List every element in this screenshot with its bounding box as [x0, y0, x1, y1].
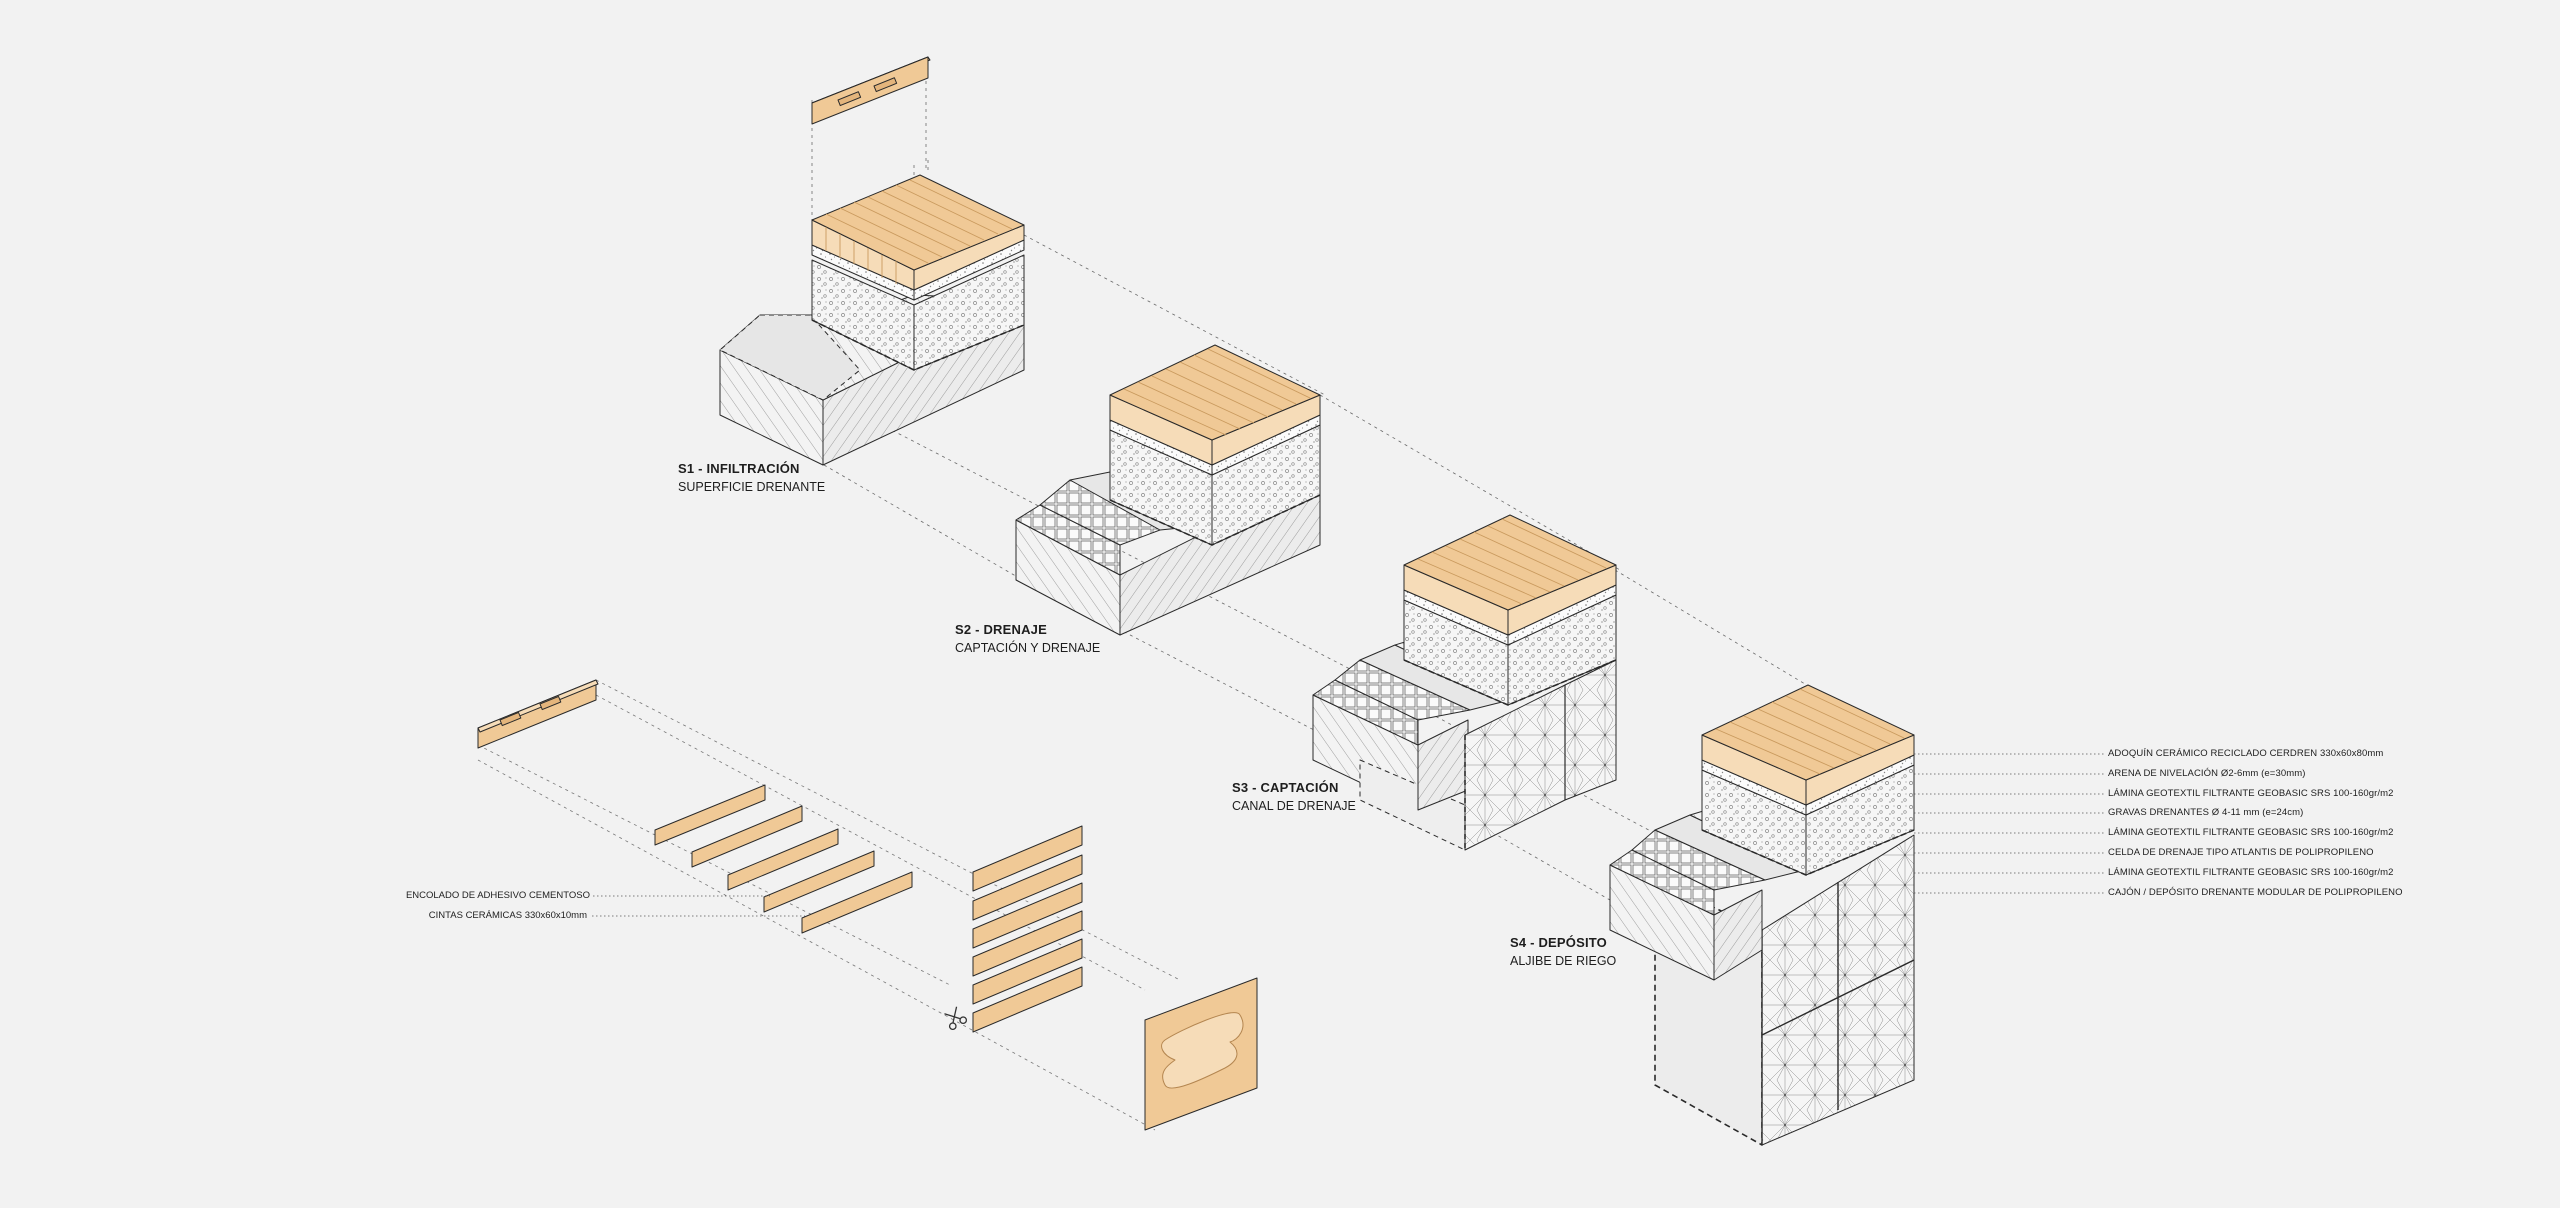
layer-label: CELDA DE DRENAJE TIPO ATLANTIS DE POLIPR… — [2108, 847, 2374, 858]
s3-subtitle: CANAL DE DRENAJE — [1232, 799, 1356, 813]
brick-callout-adhesive: ENCOLADO DE ADHESIVO CEMENTOSO — [405, 890, 590, 901]
s3-title: S3 - CAPTACIÓN — [1232, 780, 1339, 795]
layer-label: LÁMINA GEOTEXTIL FILTRANTE GEOBASIC SRS … — [2108, 867, 2394, 878]
system-s3-block — [1312, 514, 1617, 851]
s4-title: S4 - DEPÓSITO — [1510, 935, 1607, 950]
system-s2-block — [1015, 344, 1321, 636]
layer-label: CAJÓN / DEPÓSITO DRENANTE MODULAR DE POL… — [2108, 887, 2403, 898]
system-s1-block — [719, 56, 1025, 466]
layer-label: LÁMINA GEOTEXTIL FILTRANTE GEOBASIC SRS … — [2108, 827, 2394, 838]
layer-label: ADOQUÍN CERÁMICO RECICLADO CERDREN 330x6… — [2108, 748, 2384, 759]
brick-assembly-detail — [477, 679, 1258, 1131]
s1-title: S1 - INFILTRACIÓN — [678, 461, 800, 476]
s1-subtitle: SUPERFICIE DRENANTE — [678, 480, 826, 494]
system-s4-block — [1609, 684, 1915, 1146]
scissors-icon — [944, 1006, 968, 1031]
layer-label: LÁMINA GEOTEXTIL FILTRANTE GEOBASIC SRS … — [2108, 788, 2394, 799]
s2-subtitle: CAPTACIÓN Y DRENAJE — [955, 641, 1101, 655]
s2-title: S2 - DRENAJE — [955, 622, 1047, 637]
brick-callout-ribbons: CINTAS CERÁMICAS 330x60x10mm — [428, 910, 587, 921]
layer-label: ARENA DE NIVELACIÓN Ø2-6mm (e=30mm) — [2108, 768, 2306, 779]
layer-label: GRAVAS DRENANTES Ø 4-11 mm (e=24cm) — [2108, 807, 2304, 818]
s4-subtitle: ALJIBE DE RIEGO — [1510, 954, 1617, 968]
